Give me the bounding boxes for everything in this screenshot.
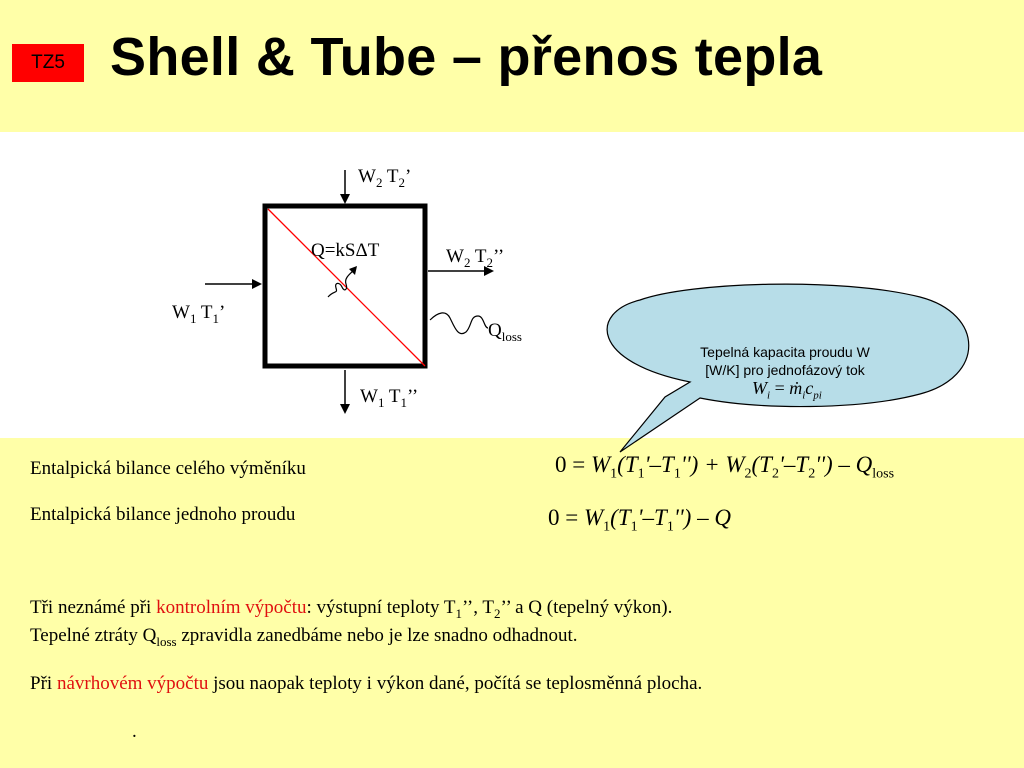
- callout-formula: Wi = ṁicpi: [752, 378, 822, 402]
- exchanger-box: [262, 203, 428, 369]
- paragraph-losses: Tepelné ztráty Qloss zpravidla zanedbáme…: [30, 625, 578, 649]
- paragraph-unknowns: Tři neznámé při kontrolním výpočtu: výst…: [30, 597, 673, 621]
- heat-exchanger-diagram: [205, 170, 970, 453]
- callout-text: Tepelná kapacita proudu W [W/K] pro jedn…: [700, 344, 870, 378]
- highlight-control-calc: kontrolním výpočtu: [156, 597, 307, 618]
- heat-transfer-label: Q=kSΔT: [311, 240, 380, 261]
- equation-label-single: Entalpická bilance jednoho proudu: [30, 504, 296, 525]
- bottom-outlet-label: W1 T1’’: [360, 386, 419, 410]
- header: TZ5 Shell & Tube – přenos tepla: [0, 0, 1024, 132]
- paragraph-design: Při návrhovém výpočtu jsou naopak teplot…: [30, 673, 703, 694]
- equation-single: 0 = W1(T1'–T1'') – Q: [548, 505, 731, 535]
- heat-loss-label: Qloss: [488, 320, 522, 344]
- right-outlet-label: W2 T2’’: [446, 246, 505, 270]
- slide-title: Shell & Tube – přenos tepla: [110, 27, 823, 87]
- trailing-dot: .: [132, 721, 137, 742]
- loss-squiggle: [429, 312, 489, 335]
- equation-label-whole: Entalpická bilance celého výměníku: [30, 458, 306, 479]
- callout-bubble: [606, 283, 970, 453]
- equation-whole: 0 = W1(T1'–T1'') + W2(T2'–T2'') – Qloss: [555, 452, 895, 482]
- top-inlet-label: W2 T2’: [358, 166, 412, 190]
- highlight-design-calc: návrhovém výpočtu: [56, 673, 209, 694]
- slide-badge: TZ5: [12, 44, 84, 82]
- heat-flow-squiggle: [327, 269, 355, 298]
- left-inlet-label: W1 T1’: [172, 302, 226, 326]
